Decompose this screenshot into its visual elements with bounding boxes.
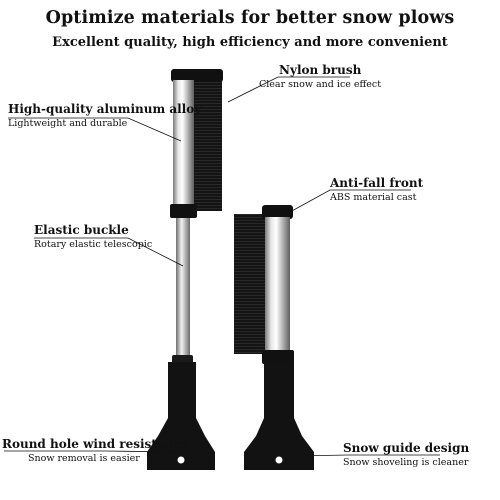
callout-desc: Rotary elastic telescopic [34,239,153,251]
scraper-handle-right [244,362,314,470]
callout-title: High-quality aluminum alloy [8,102,202,116]
leader-snow-guide [293,454,440,457]
callout-anti-fall: Anti-fall front ABS material cast [330,176,423,204]
callout-title: Anti-fall front [330,176,424,190]
leader-round-hole [4,450,177,453]
aluminum-tube-right [265,217,290,354]
callout-leaders [4,76,440,457]
aluminum-tube-upper [173,80,194,210]
callout-aluminum: High-quality aluminum alloy Lightweight … [8,102,201,130]
callout-desc: Clear snow and ice effect [259,79,382,91]
callout-snow-guide: Snow guide design Snow shoveling is clea… [343,441,469,469]
callout-title: Nylon brush [279,63,362,77]
callout-title: Round hole wind resistance [2,437,189,451]
callout-round-hole: Round hole wind resistance Snow removal … [2,437,188,465]
anti-fall-front [262,205,293,219]
top-cap-left [171,69,223,82]
callout-desc: ABS material cast [330,192,417,204]
telescopic-tube [176,218,190,360]
wind-hole-left [177,456,185,464]
leader-anti-fall [289,189,411,213]
callout-title: Elastic buckle [34,223,129,237]
scraper-handle-left [147,362,215,470]
leader-elastic-buckle [34,237,184,267]
leader-aluminum [8,117,182,142]
callout-desc: Snow shoveling is cleaner [343,457,469,469]
leader-nylon-brush [227,76,350,103]
nylon-brush-right [234,214,265,354]
callout-desc: Snow removal is easier [28,453,140,465]
collar-right [262,350,294,364]
elastic-buckle-left [170,204,197,218]
left-snow-brush [147,69,223,470]
page-subtitle: Excellent quality, high efficiency and m… [52,35,448,50]
right-snow-brush [234,205,314,470]
nylon-brush-left [193,78,222,211]
callout-elastic-buckle: Elastic buckle Rotary elastic telescopic [34,223,152,251]
page-title: Optimize materials for better snow plows [45,8,455,28]
callout-desc: Lightweight and durable [8,118,128,130]
callout-title: Snow guide design [343,441,470,455]
wind-hole-right [275,456,283,464]
callout-nylon-brush: Nylon brush Clear snow and ice effect [259,63,381,91]
